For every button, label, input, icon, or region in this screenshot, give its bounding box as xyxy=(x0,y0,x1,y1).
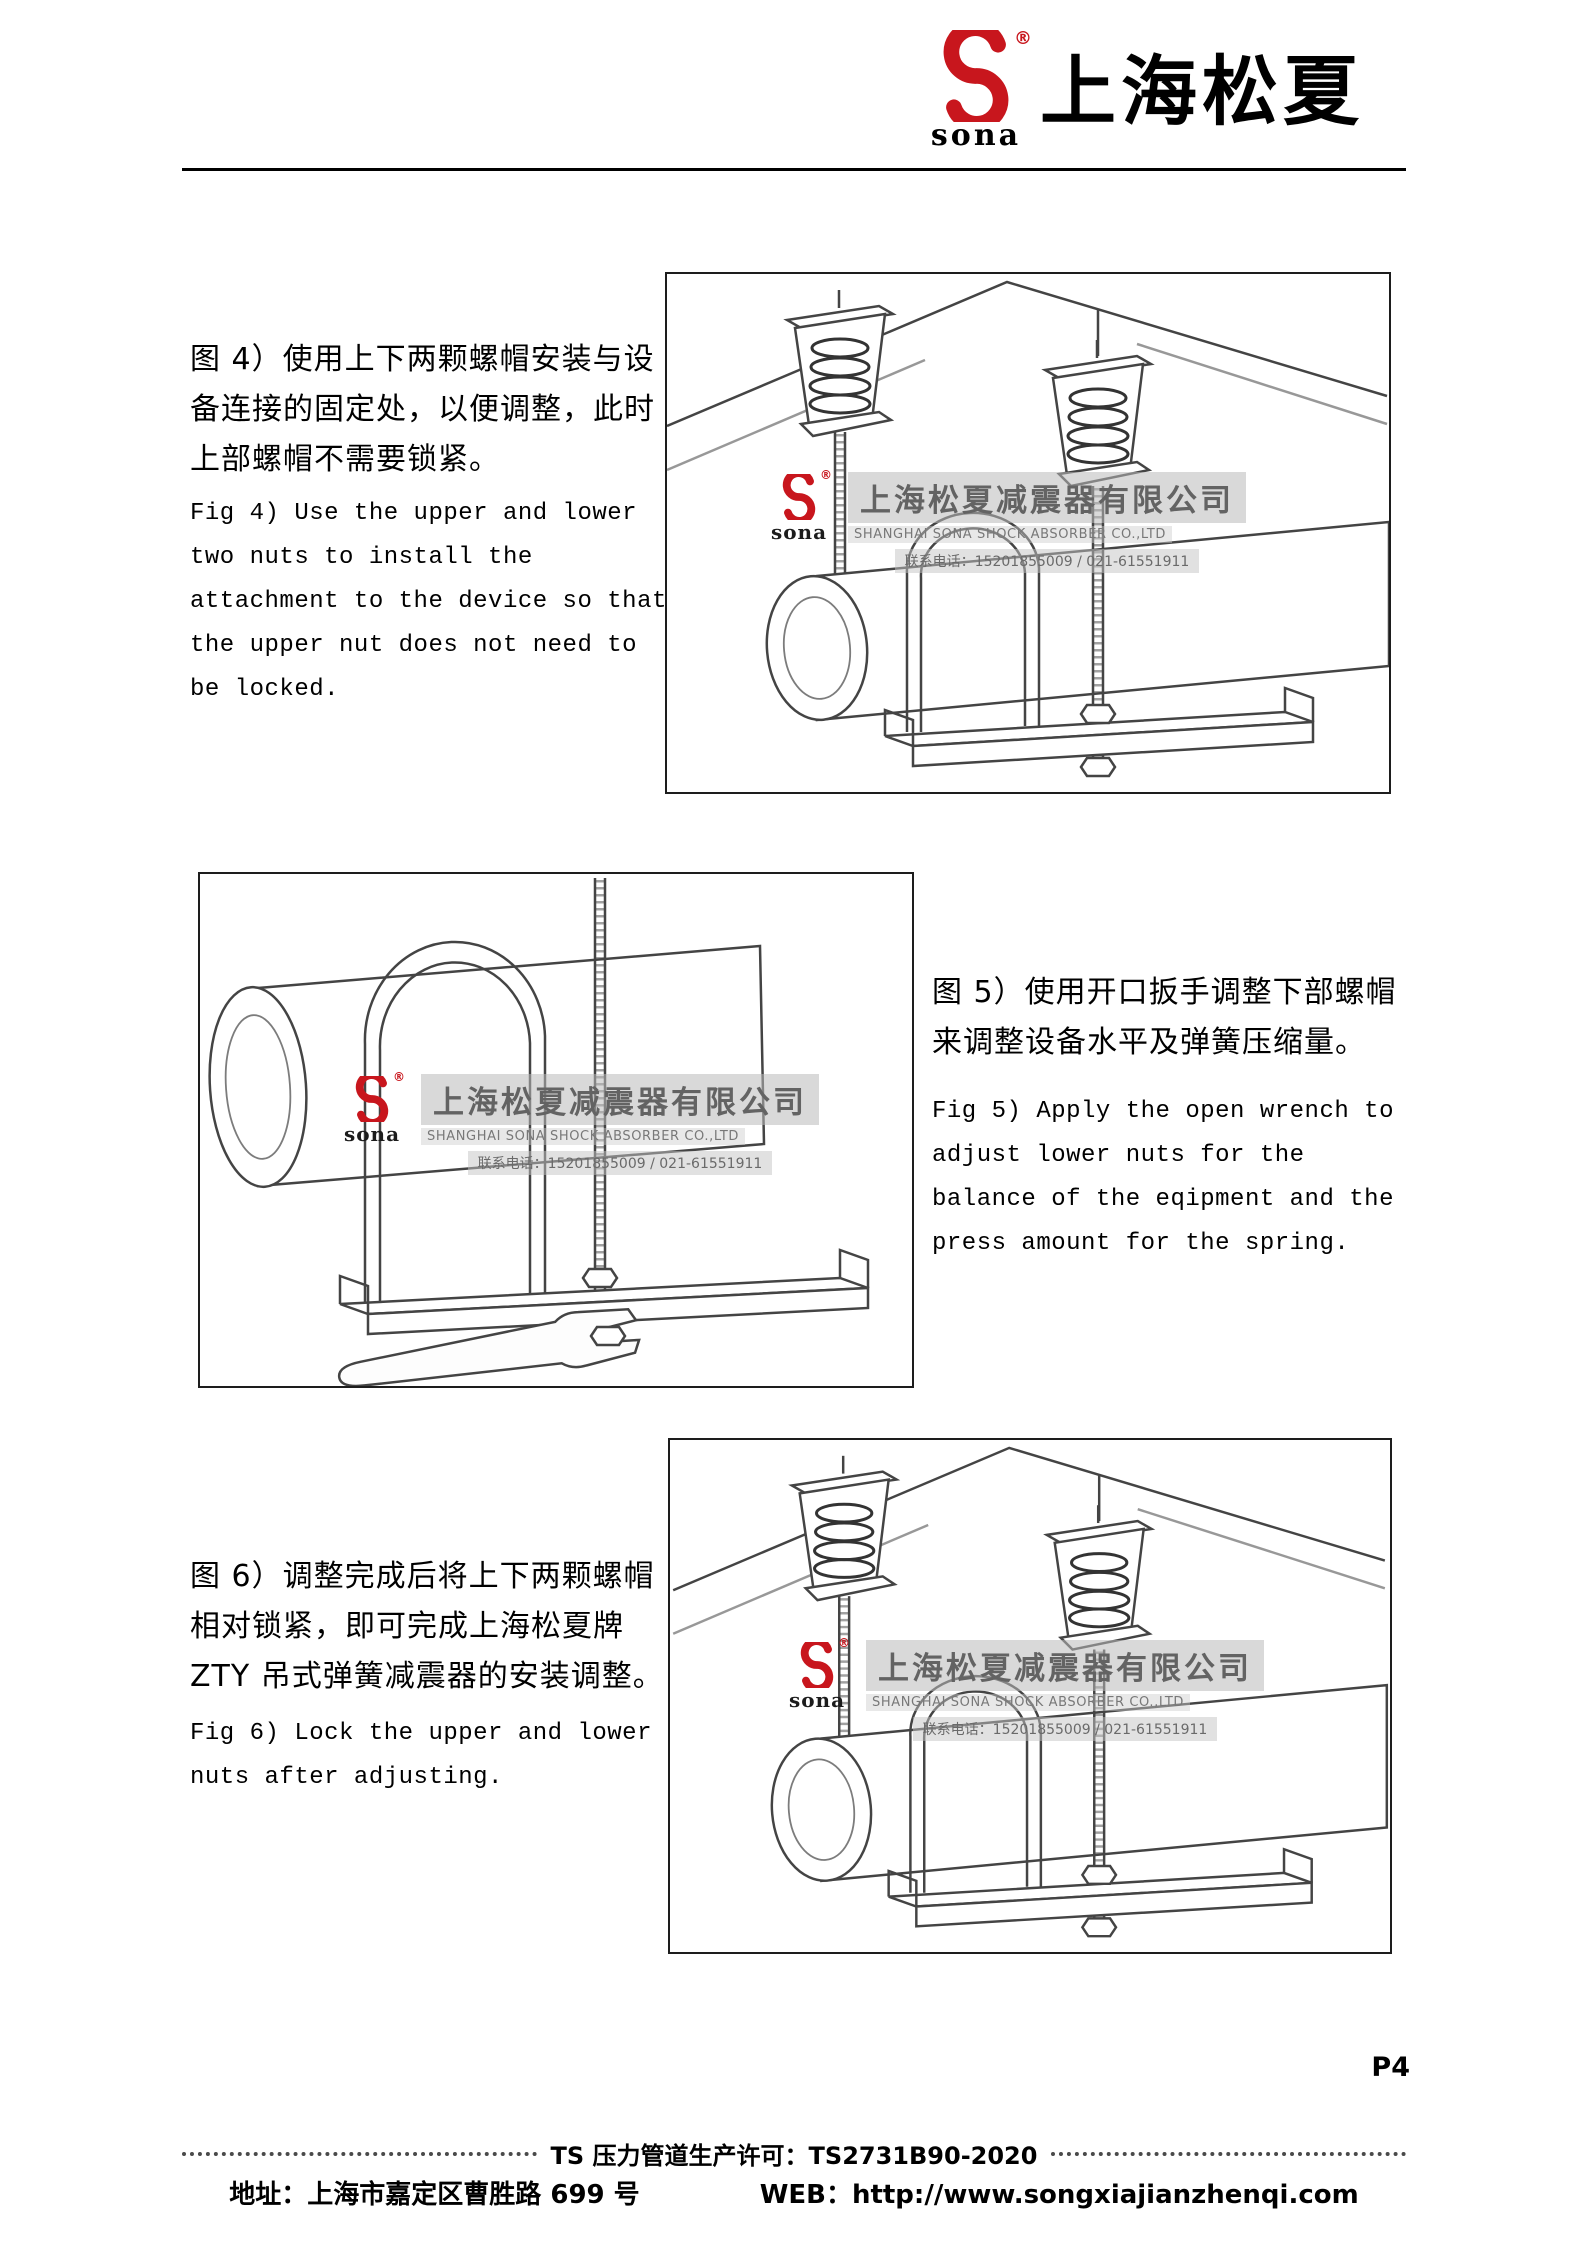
fig6-caption-zh: 图 6）调整完成后将上下两颗螺帽 相对锁紧，即可完成上海松夏牌 ZTY 吊式弹簧… xyxy=(190,1559,664,1694)
footer-license-row: TS 压力管道生产许可：TS2731B90-2020 xyxy=(182,2136,1407,2171)
fig5-illustration: ® sona 上海松夏减震器有限公司 SHANGHAI SONA SHOCK A… xyxy=(198,872,914,1388)
registered-mark: ® xyxy=(838,1636,850,1650)
watermark-phone: 联系电话：15201855009 / 021-61551911 xyxy=(467,1151,773,1175)
footer-address: 地址：上海市嘉定区曹胜路 699 号 xyxy=(229,2180,640,2210)
registered-mark: ® xyxy=(393,1070,405,1084)
fig6-caption-en: Fig 6) Lock the upper and lower nuts aft… xyxy=(190,1720,652,1791)
sona-logo-icon xyxy=(776,474,822,520)
fig5-caption-zh: 图 5）使用开口扳手调整下部螺帽 来调整设备水平及弹簧压缩量。 xyxy=(932,975,1397,1060)
sona-logo-icon xyxy=(794,1642,840,1688)
watermark-company-en: SHANGHAI SONA SHOCK ABSORBER CO.,LTD xyxy=(848,526,1173,543)
registered-mark: ® xyxy=(820,468,832,482)
watermark: ® sona 上海松夏减震器有限公司 SHANGHAI SONA SHOCK A… xyxy=(762,468,1246,573)
footer-contact-row: 地址：上海市嘉定区曹胜路 699 号 WEB：http://www.songxi… xyxy=(182,2174,1406,2211)
watermark-text: 上海松夏减震器有限公司 SHANGHAI SONA SHOCK ABSORBER… xyxy=(866,1640,1264,1741)
logo-wordmark: sona xyxy=(930,118,1022,153)
watermark-phone: 联系电话：15201855009 / 021-61551911 xyxy=(912,1717,1218,1741)
watermark: ® sona 上海松夏减震器有限公司 SHANGHAI SONA SHOCK A… xyxy=(780,1636,1264,1741)
watermark-logo: ® sona xyxy=(335,1070,409,1146)
page-number: P4 xyxy=(1371,2052,1410,2083)
watermark-company-zh: 上海松夏减震器有限公司 xyxy=(421,1074,819,1125)
watermark-company-zh: 上海松夏减震器有限公司 xyxy=(848,472,1246,523)
sona-logo-icon xyxy=(349,1076,395,1122)
watermark-logo-text: sona xyxy=(343,1122,401,1146)
footer-license: TS 压力管道生产许可：TS2731B90-2020 xyxy=(550,2142,1038,2170)
watermark-text: 上海松夏减震器有限公司 SHANGHAI SONA SHOCK ABSORBER… xyxy=(421,1074,819,1175)
fig6-illustration: ® sona 上海松夏减震器有限公司 SHANGHAI SONA SHOCK A… xyxy=(668,1438,1392,1954)
watermark-company-zh: 上海松夏减震器有限公司 xyxy=(866,1640,1264,1691)
dotted-divider-right xyxy=(1051,2151,1407,2156)
watermark-company-en: SHANGHAI SONA SHOCK ABSORBER CO.,LTD xyxy=(866,1694,1191,1711)
fig4-caption-en: Fig 4) Use the upper and lower two nuts … xyxy=(190,500,667,703)
dotted-divider-left xyxy=(182,2151,537,2156)
watermark-logo: ® sona xyxy=(762,468,836,544)
registered-mark: ® xyxy=(1014,28,1032,49)
watermark-text: 上海松夏减震器有限公司 SHANGHAI SONA SHOCK ABSORBER… xyxy=(848,472,1246,573)
company-logo: ® sona xyxy=(928,28,1032,153)
watermark-logo-text: sona xyxy=(770,520,828,544)
footer-web: WEB：http://www.songxiajianzhenqi.com xyxy=(759,2180,1359,2210)
fig5-caption-en: Fig 5) Apply the open wrench to adjust l… xyxy=(932,1098,1394,1257)
header-divider xyxy=(182,168,1406,171)
sona-logo-icon xyxy=(930,30,1022,122)
watermark-logo: ® sona xyxy=(780,1636,854,1712)
brand-title: 上海松夏 xyxy=(1040,47,1364,136)
watermark-phone: 联系电话：15201855009 / 021-61551911 xyxy=(894,549,1200,573)
watermark-company-en: SHANGHAI SONA SHOCK ABSORBER CO.,LTD xyxy=(421,1128,746,1145)
fig4-illustration: ® sona 上海松夏减震器有限公司 SHANGHAI SONA SHOCK A… xyxy=(665,272,1391,794)
watermark: ® sona 上海松夏减震器有限公司 SHANGHAI SONA SHOCK A… xyxy=(335,1070,819,1175)
watermark-logo-text: sona xyxy=(788,1688,846,1712)
fig4-caption-zh: 图 4）使用上下两颗螺帽安装与设 备连接的固定处，以便调整，此时 上部螺帽不需要… xyxy=(190,342,655,477)
